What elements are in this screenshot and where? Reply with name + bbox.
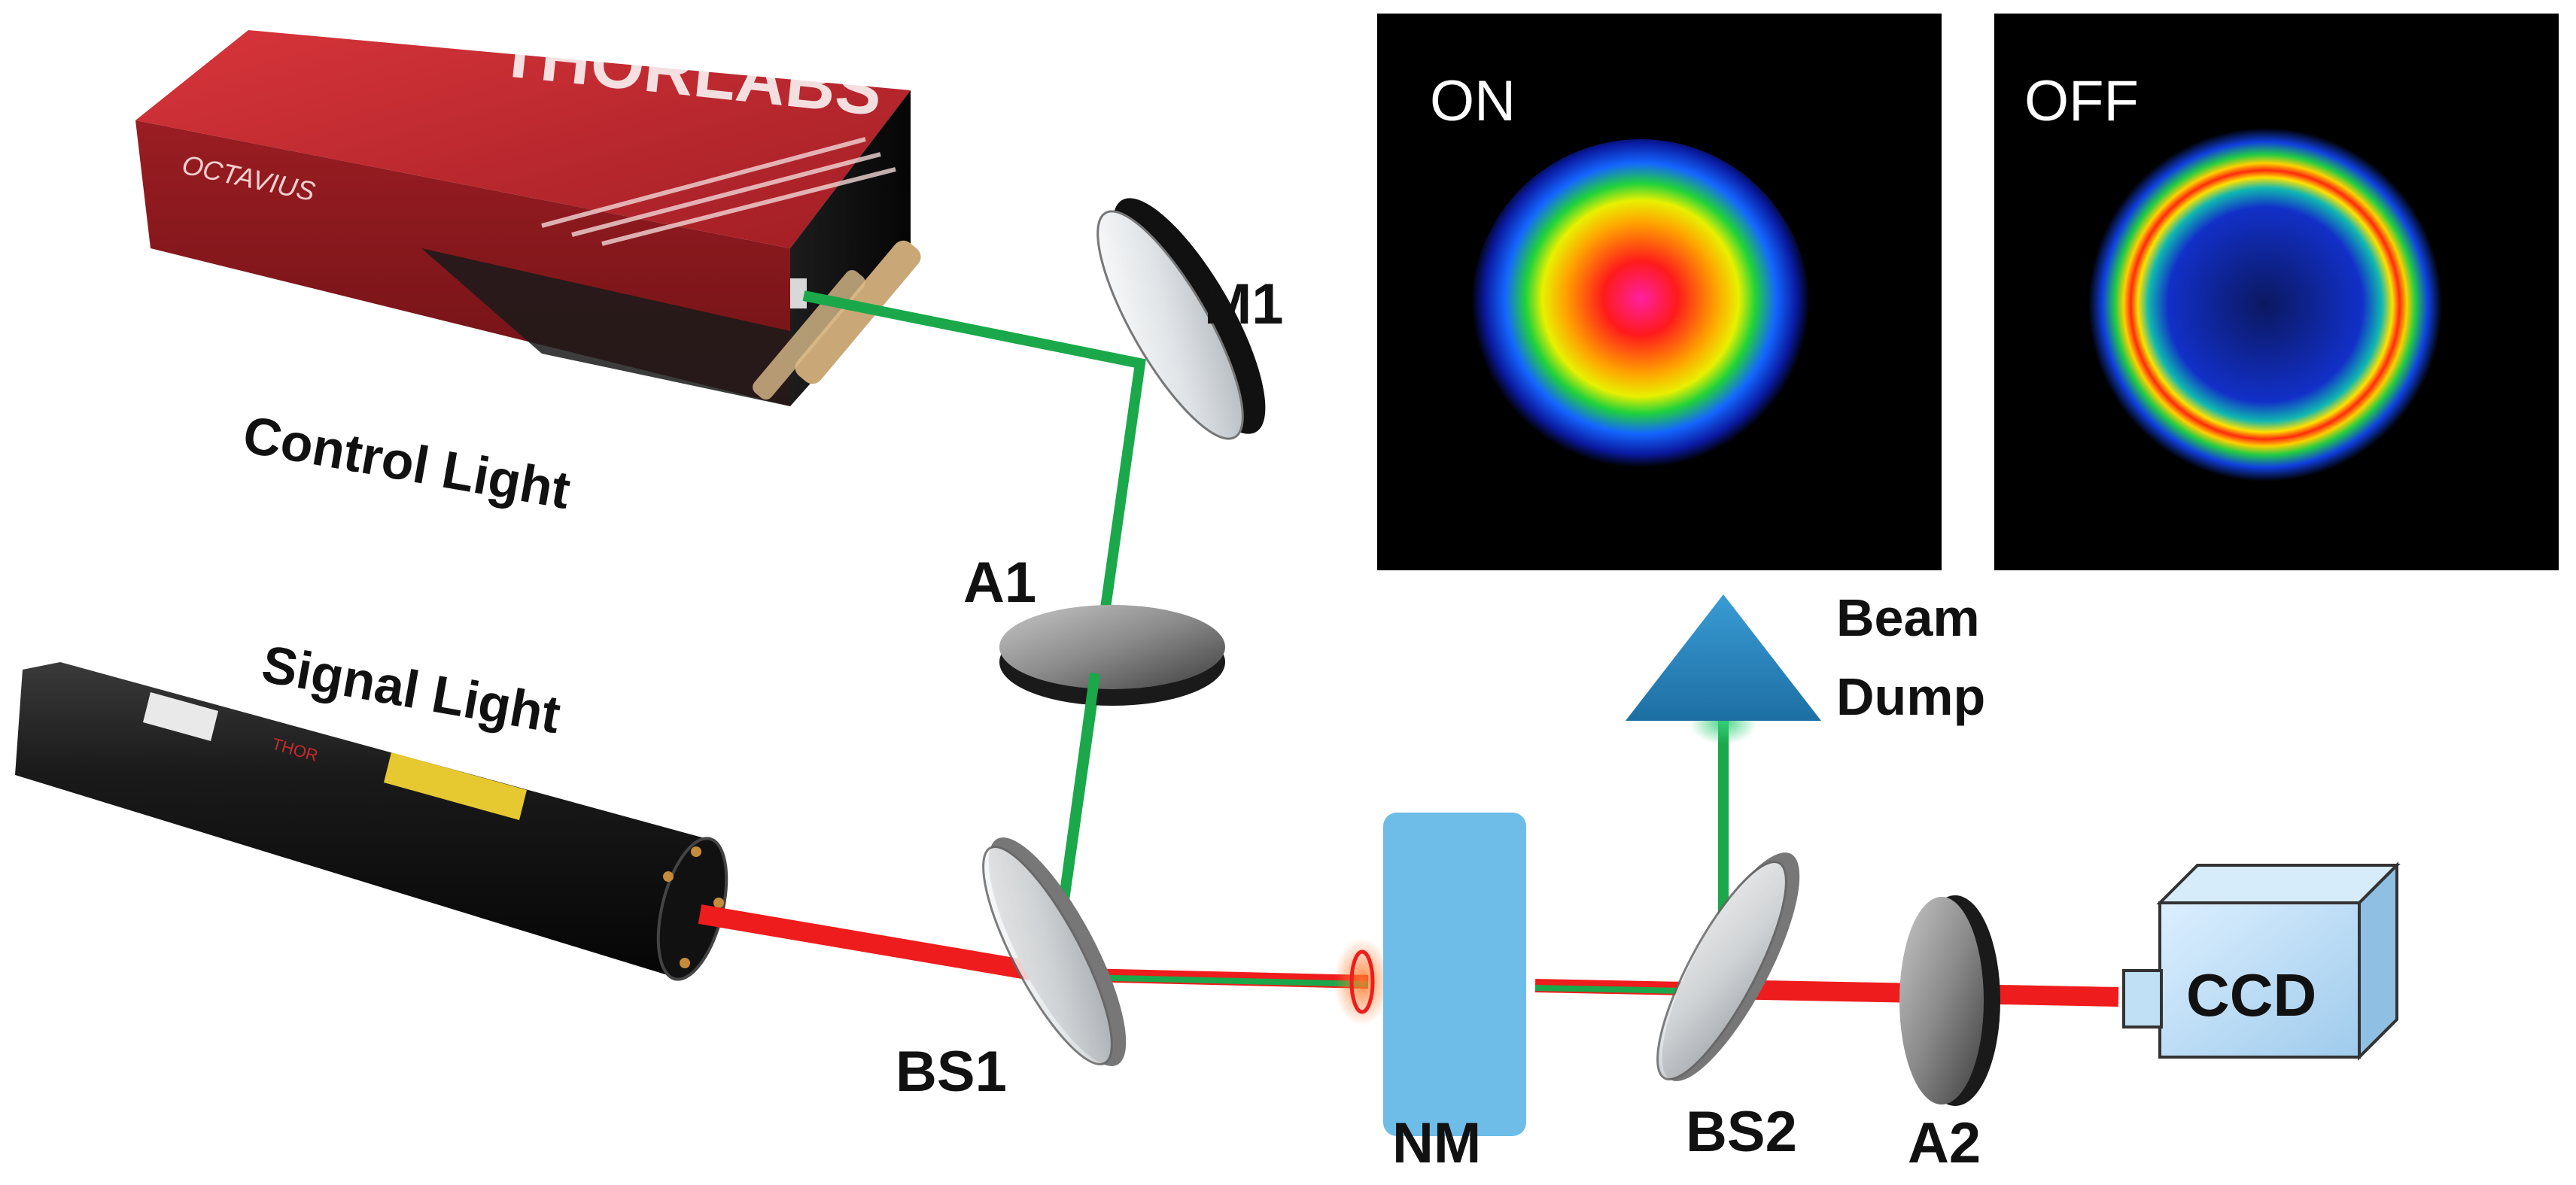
off-panel-label: OFF <box>2024 69 2139 133</box>
beam-dump-label-line1: Beam <box>1836 588 1980 647</box>
focus-glow <box>1334 938 1391 1025</box>
attenuator-a2 <box>1899 895 2000 1106</box>
signal-light-label: Signal Light <box>257 634 564 744</box>
beam-dump-label-line2: Dump <box>1836 667 1985 726</box>
bs1-label: BS1 <box>896 1040 1007 1104</box>
attenuator-a1 <box>999 605 1225 706</box>
signal-laser-device: THOR <box>15 662 728 981</box>
nm-label: NM <box>1392 1111 1481 1175</box>
off-beam-spot <box>2088 128 2442 482</box>
ccd-camera <box>2122 861 2401 1061</box>
control-output-port <box>790 278 807 308</box>
bs2-label: BS2 <box>1686 1100 1797 1164</box>
mirror-m1 <box>1096 198 1266 440</box>
nonlinear-medium-nm <box>1383 813 1526 1136</box>
m1-label: M1 <box>1204 272 1284 336</box>
on-profile-panel: ON <box>1377 14 1942 570</box>
beam-dump <box>1626 594 1821 721</box>
control-light-label: Control Light <box>239 405 574 520</box>
beam-splitter-bs1 <box>982 837 1127 1066</box>
on-panel-label: ON <box>1430 69 1516 133</box>
a2-label: A2 <box>1908 1111 1981 1175</box>
control-laser-device: THORLABS OCTAVIUS <box>135 14 921 406</box>
ccd-label: CCD <box>2186 962 2316 1029</box>
off-profile-panel: OFF <box>1994 14 2559 570</box>
a1-label: A1 <box>963 551 1036 615</box>
signal-beam-segment-1 <box>698 904 1056 984</box>
on-beam-spot <box>1471 139 1810 478</box>
beam-splitter-bs2 <box>1656 852 1800 1081</box>
